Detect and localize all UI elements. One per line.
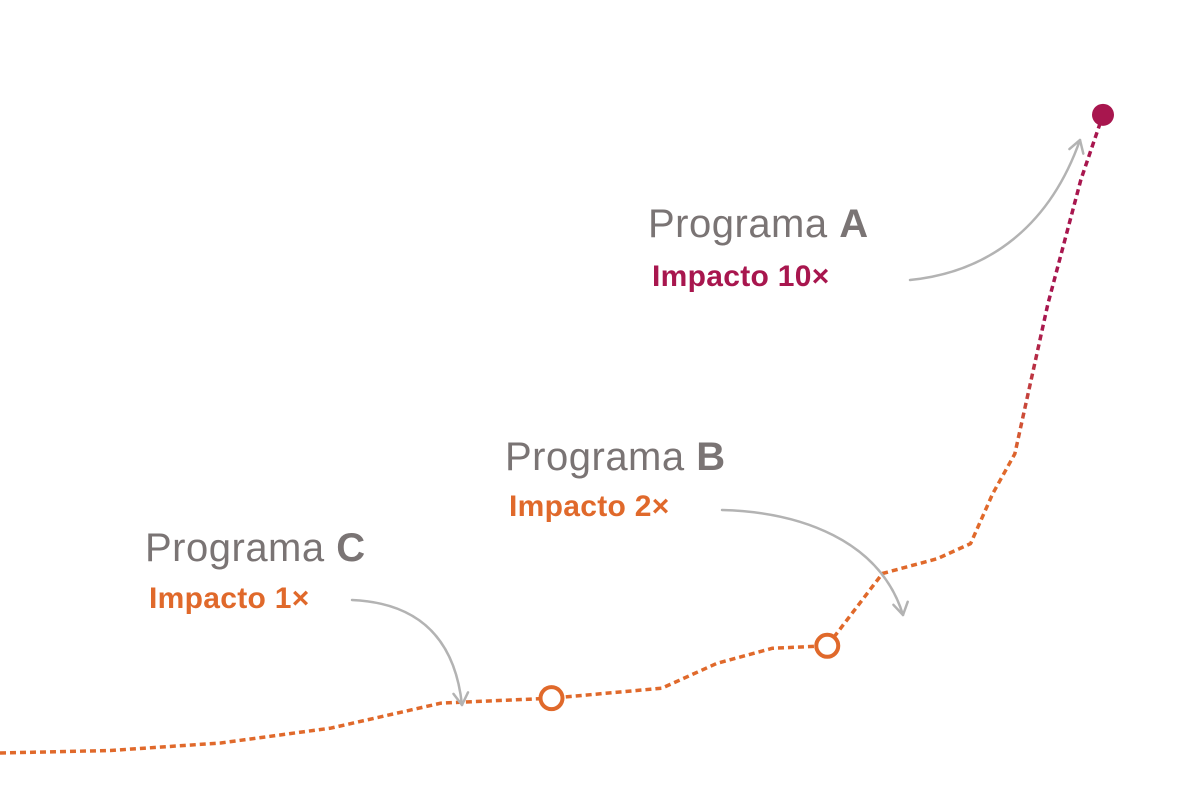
annotation-prefix: Programa: [505, 435, 685, 479]
annotation-program-name: A: [839, 202, 869, 246]
annotation-arrowhead-b: [892, 600, 909, 617]
annotation-title: Programa C: [145, 526, 366, 571]
marker-layer: [538, 103, 1114, 712]
annotation-arrow-b: [720, 508, 905, 617]
annotation-impact: Impacto 1×: [149, 582, 310, 615]
annotation-title: Programa B: [505, 435, 726, 480]
series-line: [0, 114, 1105, 755]
annotation-arrow-c: [350, 598, 464, 707]
series-layer: [0, 114, 1105, 755]
arrow-layer: [350, 138, 1085, 707]
annotation-impact: Impacto 10×: [652, 260, 830, 293]
annotation-program-name: B: [696, 435, 726, 479]
annotation-impact: Impacto 2×: [509, 490, 670, 523]
point-marker-programa-c: [538, 685, 565, 712]
annotation-arrowhead-a: [1068, 138, 1085, 155]
annotation-title: Programa A: [648, 202, 869, 247]
annotation-prefix: Programa: [648, 202, 828, 246]
annotation-arrowhead-c: [452, 691, 470, 707]
point-marker-programa-a: [1092, 103, 1114, 126]
annotation-arrow-a: [908, 138, 1082, 282]
point-marker-programa-b: [814, 632, 841, 659]
annotation-prefix: Programa: [145, 526, 325, 570]
annotation-program-name: C: [336, 526, 366, 570]
